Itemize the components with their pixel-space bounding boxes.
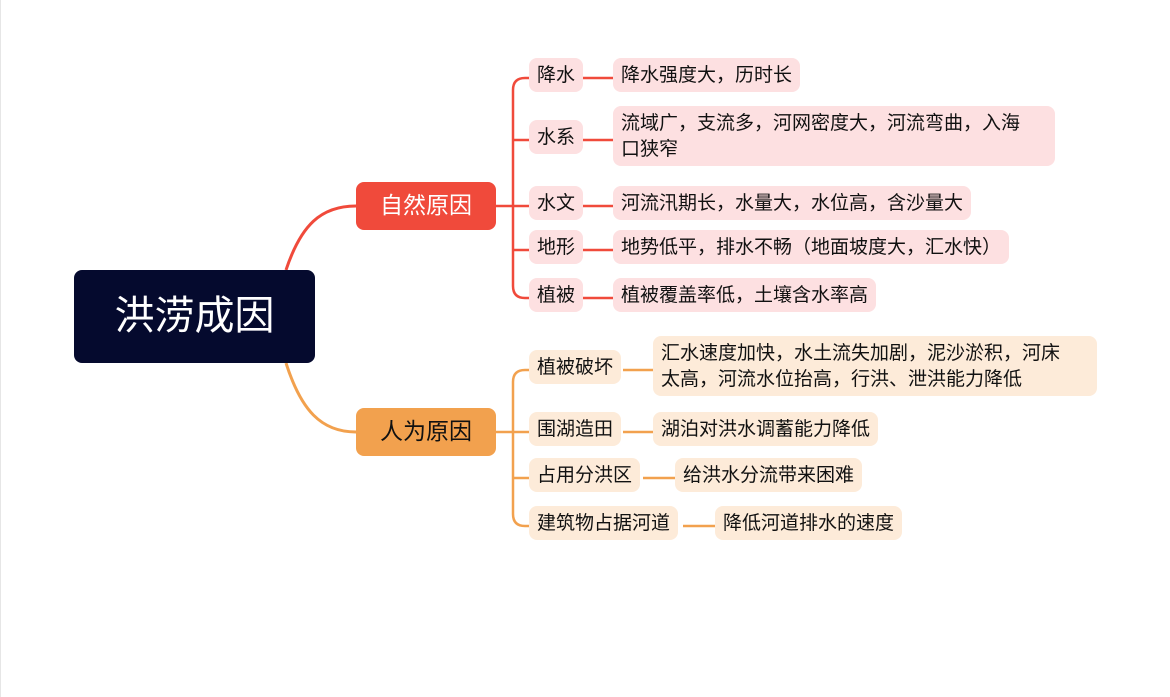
subtopic-flood-diversion-occupation[interactable]: 占用分洪区 [529,458,641,492]
detail-river-system-line-1: 流域广，支流多，河网密度大，河流弯曲，入海 [621,112,1021,134]
connector-human-bracket [496,368,529,528]
detail-precipitation[interactable]: 降水强度大，历时长 [613,58,801,92]
connector-root-natural [284,204,357,271]
detail-lake-reclamation[interactable]: 湖泊对洪水调蓄能力降低 [653,412,879,446]
branch-human-causes[interactable]: 人为原因 [356,408,496,456]
detail-river-system-line-2: 口狭窄 [621,138,679,160]
subtopic-precipitation[interactable]: 降水 [529,58,584,92]
connector-root-human [284,362,357,434]
detail-vegetation-destruction-line-2: 太高，河流水位抬高，行洪、泄洪能力降低 [661,368,1023,390]
detail-vegetation-destruction[interactable]: 汇水速度加快，水土流失加剧，泥沙淤积，河床 太高，河流水位抬高，行洪、泄洪能力降… [653,336,1097,396]
subtopic-hydrology[interactable]: 水文 [529,186,584,220]
detail-terrain[interactable]: 地势低平，排水不畅（地面坡度大，汇水快） [613,230,1010,264]
detail-river-system[interactable]: 流域广，支流多，河网密度大，河流弯曲，入海 口狭窄 [613,106,1055,166]
subtopic-river-system[interactable]: 水系 [529,120,584,154]
subtopic-terrain[interactable]: 地形 [529,230,584,264]
root-topic[interactable]: 洪涝成因 [74,270,315,363]
branch-natural-causes[interactable]: 自然原因 [356,182,496,230]
connector-natural-leaves [581,76,613,300]
detail-buildings-in-river[interactable]: 降低河道排水的速度 [715,506,903,540]
detail-vegetation[interactable]: 植被覆盖率低，土壤含水率高 [613,278,877,312]
detail-vegetation-destruction-line-1: 汇水速度加快，水土流失加剧，泥沙淤积，河床 [661,342,1061,364]
subtopic-lake-reclamation[interactable]: 围湖造田 [529,412,622,446]
connector-natural-bracket [496,76,529,300]
subtopic-buildings-in-river[interactable]: 建筑物占据河道 [529,506,679,540]
subtopic-vegetation[interactable]: 植被 [529,278,584,312]
detail-flood-diversion-occupation[interactable]: 给洪水分流带来困难 [675,458,863,492]
detail-hydrology[interactable]: 河流汛期长，水量大，水位高，含沙量大 [613,186,972,220]
subtopic-vegetation-destruction[interactable]: 植被破坏 [529,350,622,384]
connector-human-leaves [623,368,715,528]
